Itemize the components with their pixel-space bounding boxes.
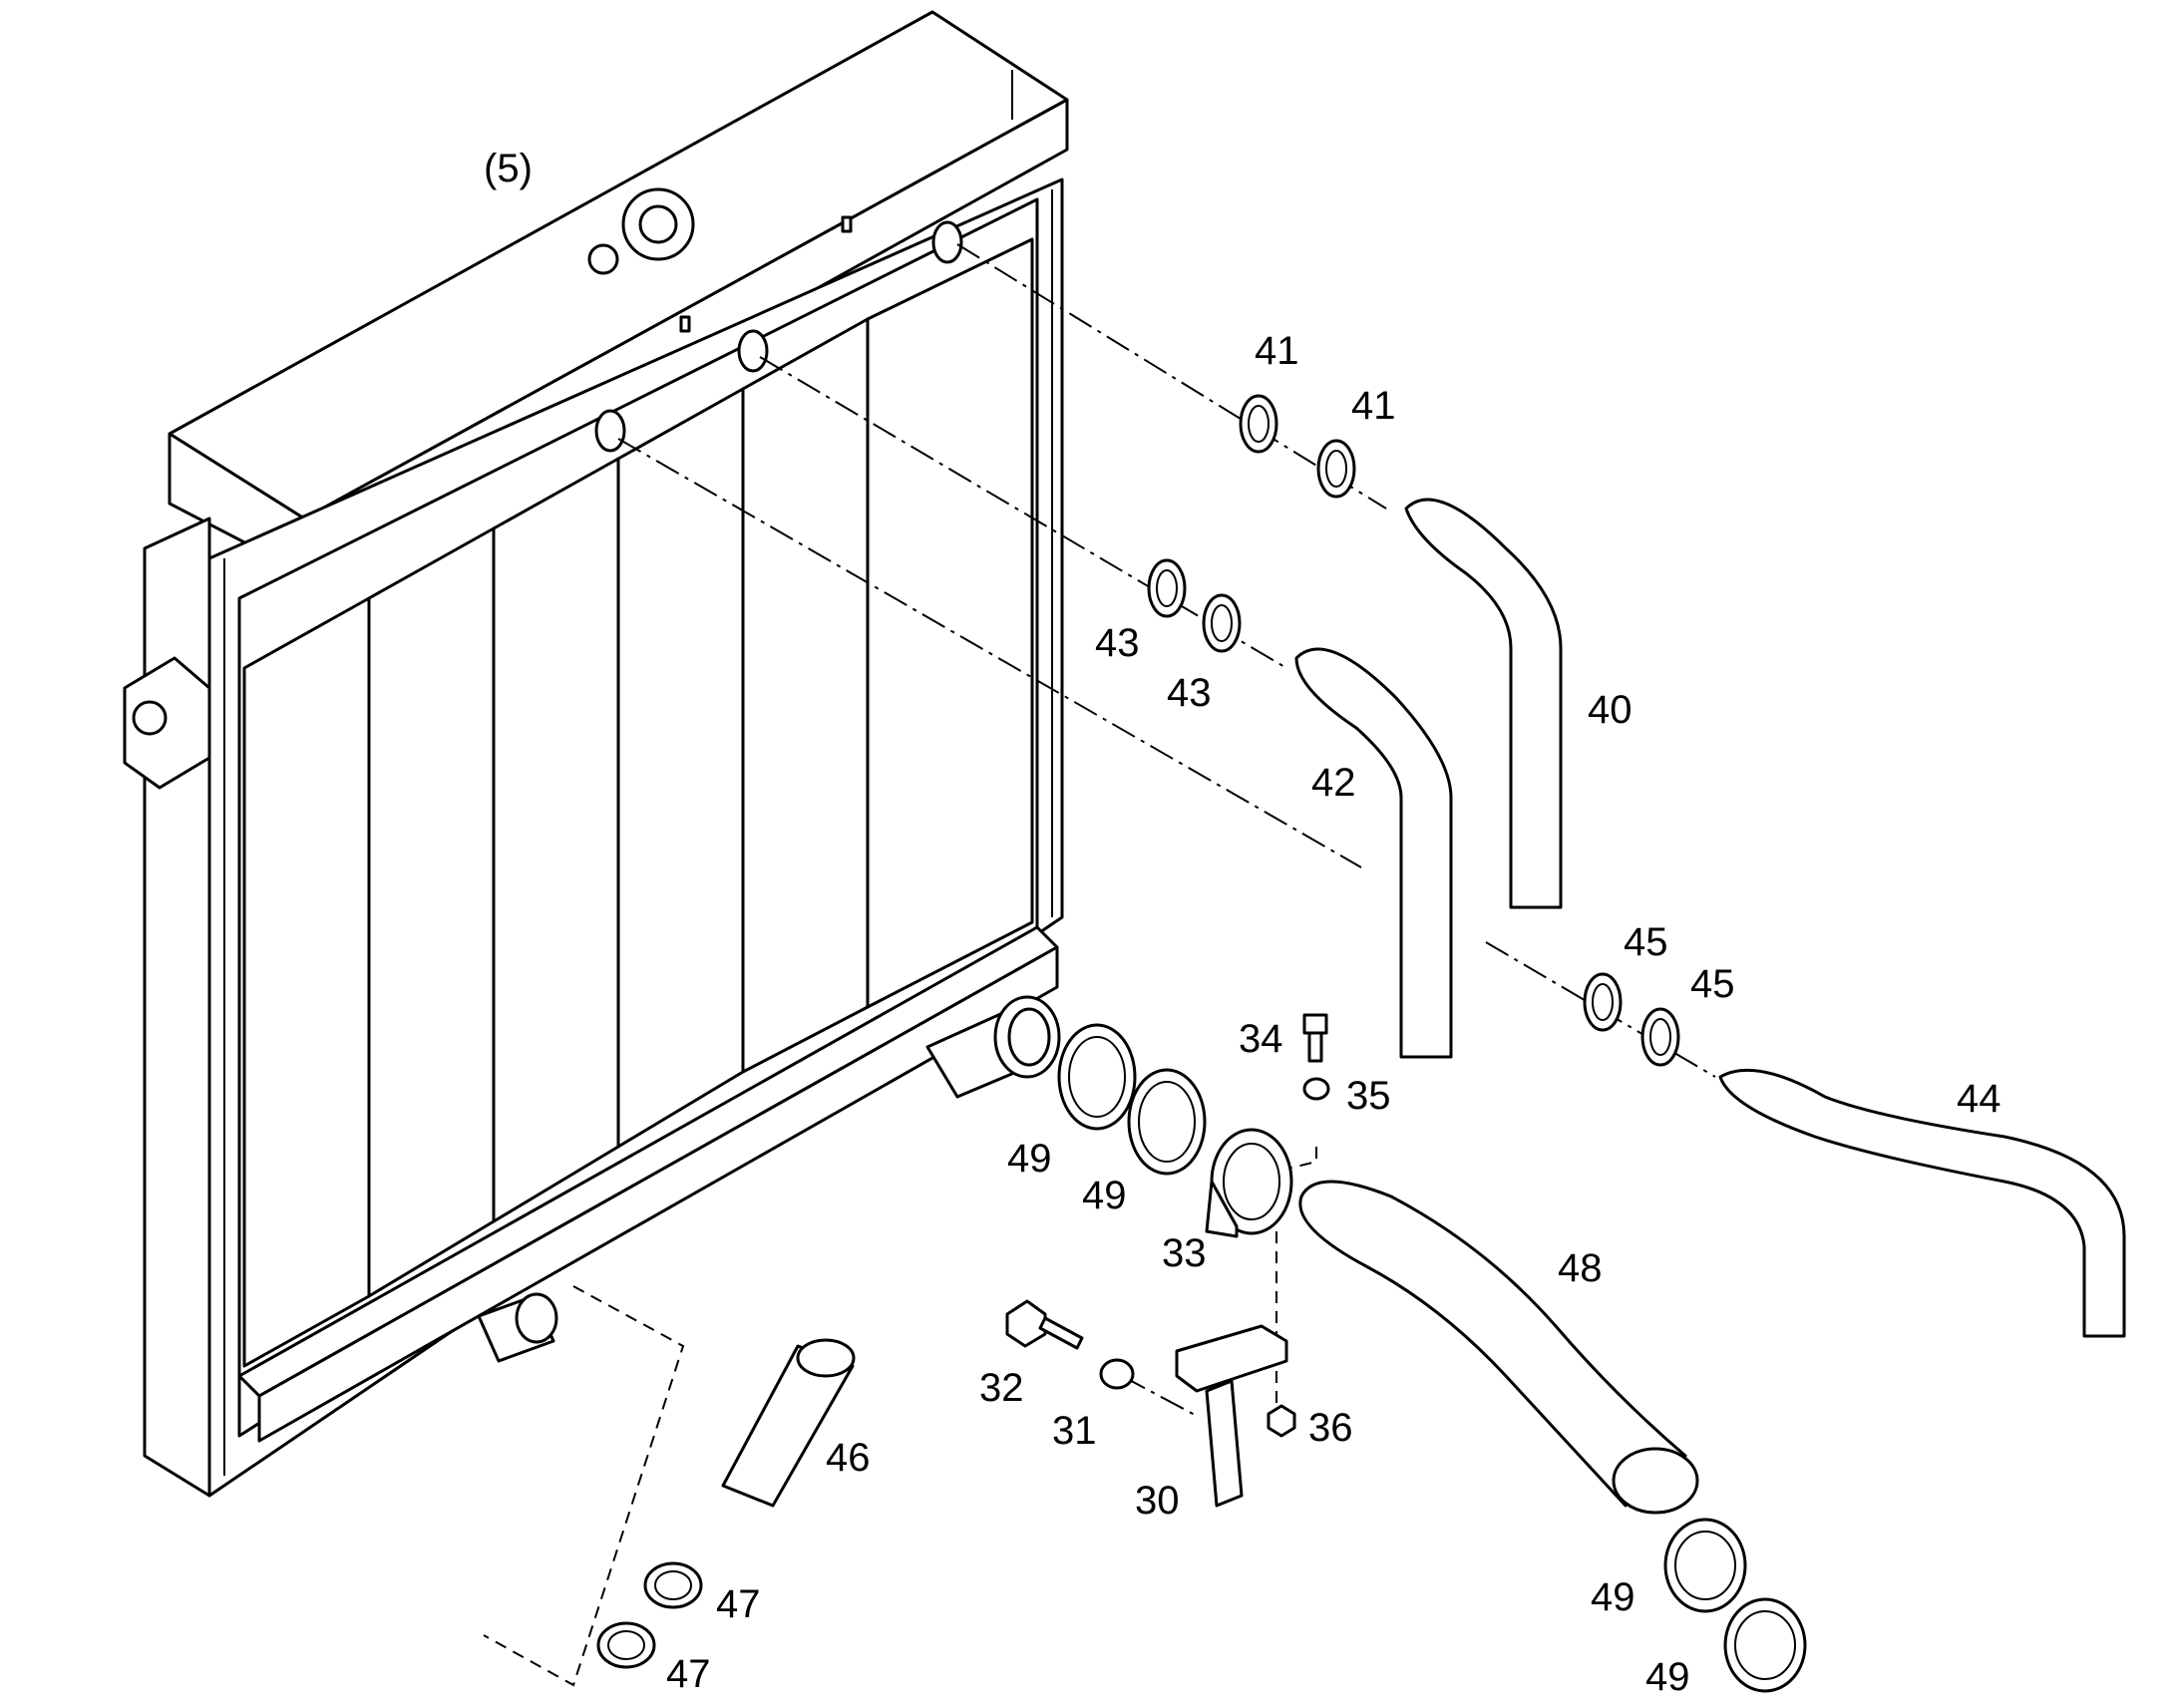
drain-outlet-pipe [477,1292,558,1363]
callout-41-a: 41 [1255,329,1299,373]
hose-44 [1718,1068,2126,1338]
upper-outlet-stubs [594,220,963,453]
hardware [1005,1013,1330,1508]
callout-49-a: 49 [1007,1137,1052,1181]
callout-33: 33 [1162,1231,1207,1275]
bottom-rail [237,925,1059,1443]
clamp-49-c [1663,1518,1747,1613]
clamps [596,394,1807,1693]
callout-43-a: 43 [1095,621,1140,665]
clamp-45-a [1583,972,1623,1032]
callout-42: 42 [1311,761,1356,805]
callout-43-b: 43 [1167,671,1212,715]
nut-36 [1267,1404,1296,1438]
washer-31 [1099,1358,1135,1390]
callout-34: 34 [1239,1017,1283,1061]
callout-45-b: 45 [1690,962,1735,1006]
bolt-34 [1302,1013,1328,1063]
callout-40: 40 [1588,688,1633,732]
radiator-assembly [123,10,1069,1498]
clamp-49-d [1723,1597,1807,1693]
callout-45-a: 45 [1624,920,1668,964]
lower-outlet-pipe [925,995,1061,1099]
clamp-45-b [1640,1007,1680,1067]
callout-labels: (5) 41 41 43 43 40 42 45 45 44 34 35 49 … [484,147,2001,1699]
side-mount-bracket [123,656,211,790]
hose-48 [1298,1180,1687,1508]
clamp-49-a [1057,1023,1137,1131]
callout-32: 32 [979,1366,1024,1410]
clamp-41-a [1239,394,1278,454]
assembly-label: (5) [484,147,533,190]
callout-48: 48 [1558,1246,1603,1290]
callout-46: 46 [826,1436,871,1480]
washer-35 [1302,1077,1330,1101]
clamp-41-b [1316,439,1356,499]
clamp-47-b [596,1621,656,1669]
callout-35: 35 [1346,1074,1391,1118]
clamp-bracket-33 [1205,1128,1293,1238]
callout-44: 44 [1957,1077,2001,1121]
callout-49-b: 49 [1082,1174,1127,1217]
callout-47-b: 47 [666,1652,711,1696]
callout-36: 36 [1308,1406,1353,1450]
clamp-49-b [1127,1068,1207,1176]
callout-41-b: 41 [1351,384,1396,428]
callout-47-a: 47 [716,1582,761,1626]
hose-42 [1294,647,1453,1059]
bolt-32 [1005,1299,1084,1350]
clamp-47-a [643,1561,703,1609]
radiator-core-panels [242,237,1034,1368]
callout-49-d: 49 [1645,1655,1690,1699]
callout-49-c: 49 [1591,1575,1635,1619]
hoses [721,498,2126,1515]
clamp-43-a [1147,558,1187,618]
callout-31: 31 [1052,1409,1097,1453]
callout-30: 30 [1135,1479,1180,1523]
clamp-43-b [1202,593,1242,653]
hose-40 [1404,498,1563,909]
bracket-30 [1175,1324,1288,1508]
